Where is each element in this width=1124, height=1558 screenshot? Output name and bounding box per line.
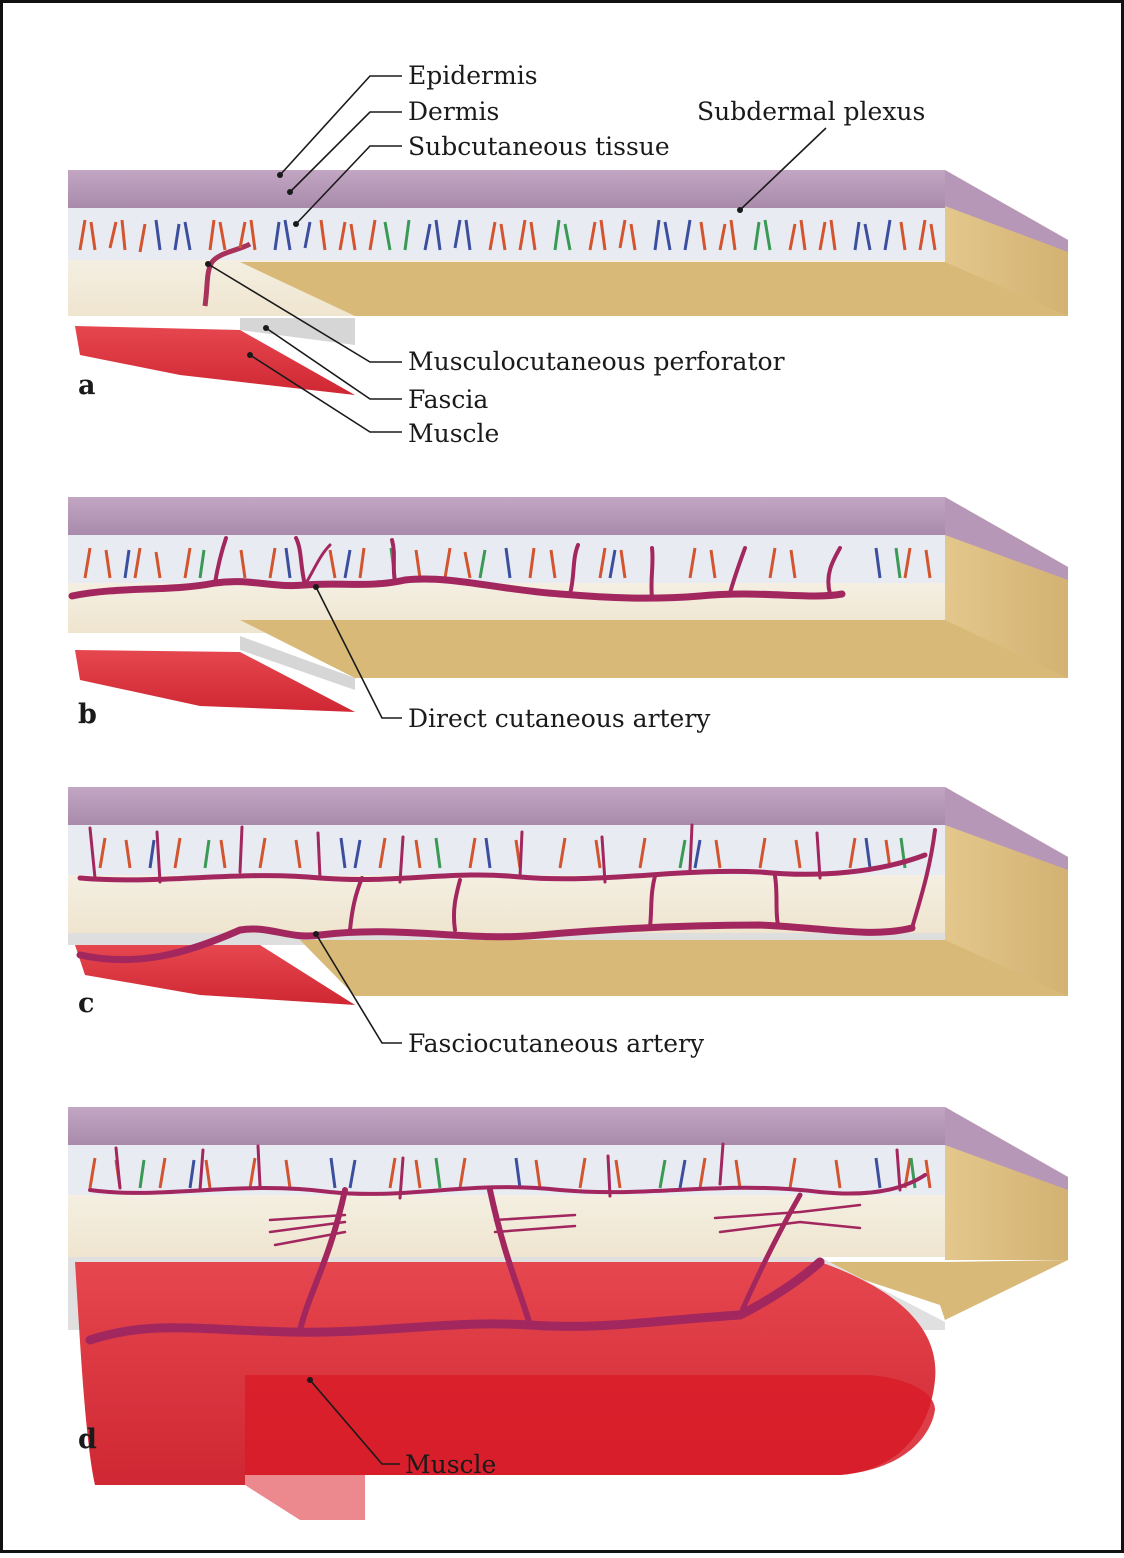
leader-dot-muscle-a	[247, 352, 253, 358]
label-muscle-d: Muscle	[405, 1450, 496, 1479]
label-musculocutaneous-perforator: Musculocutaneous perforator	[408, 347, 785, 376]
panel-b: Direct cutaneous artery b	[68, 497, 1068, 733]
plexus-band	[68, 208, 945, 260]
epidermis-layer	[68, 170, 945, 208]
leader-dot-direct-cutaneous-artery	[313, 584, 319, 590]
panel-a: Epidermis Dermis Subcutaneous tissue Sub…	[68, 61, 1068, 448]
leader-dot-fascia	[263, 325, 269, 331]
panel-letter-c: c	[78, 988, 94, 1019]
label-fasciocutaneous-artery: Fasciocutaneous artery	[408, 1029, 705, 1058]
leader-epidermis	[280, 76, 402, 175]
leader-dot-subdermal-plexus	[737, 207, 743, 213]
leader-dot-muscle-d	[307, 1377, 313, 1383]
muscle-cut-edge	[245, 1475, 365, 1520]
leader-dot-fasciocutaneous-artery	[313, 931, 319, 937]
cutaway-surface	[240, 620, 1068, 678]
label-subdermal-plexus: Subdermal plexus	[697, 97, 925, 126]
leader-dot-perforator	[205, 261, 211, 267]
leader-dot-subcutaneous	[293, 221, 299, 227]
label-fascia: Fascia	[408, 385, 488, 414]
epidermis-layer	[68, 787, 945, 825]
cutaway-surface	[300, 940, 1068, 996]
muscle-layer	[75, 650, 355, 712]
panel-letter-b: b	[78, 699, 97, 730]
label-direct-cutaneous-artery: Direct cutaneous artery	[408, 704, 711, 733]
leader-dot-epidermis	[277, 172, 283, 178]
panel-letter-a: a	[78, 370, 96, 401]
epidermis-layer	[68, 1107, 945, 1145]
plexus-band	[68, 825, 945, 875]
muscle-layer	[75, 945, 355, 1005]
epidermis-layer	[68, 497, 945, 535]
cutaway-surface	[240, 262, 1068, 316]
subcutaneous-layer	[68, 875, 945, 933]
label-dermis: Dermis	[408, 97, 499, 126]
label-subcutaneous: Subcutaneous tissue	[408, 132, 670, 161]
label-epidermis: Epidermis	[408, 61, 538, 90]
label-muscle-a: Muscle	[408, 419, 499, 448]
panel-d: Muscle d	[68, 1107, 1068, 1520]
panel-c: Fasciocutaneous artery c	[68, 787, 1068, 1058]
panel-letter-d: d	[78, 1424, 97, 1455]
leader-dot-dermis	[287, 189, 293, 195]
